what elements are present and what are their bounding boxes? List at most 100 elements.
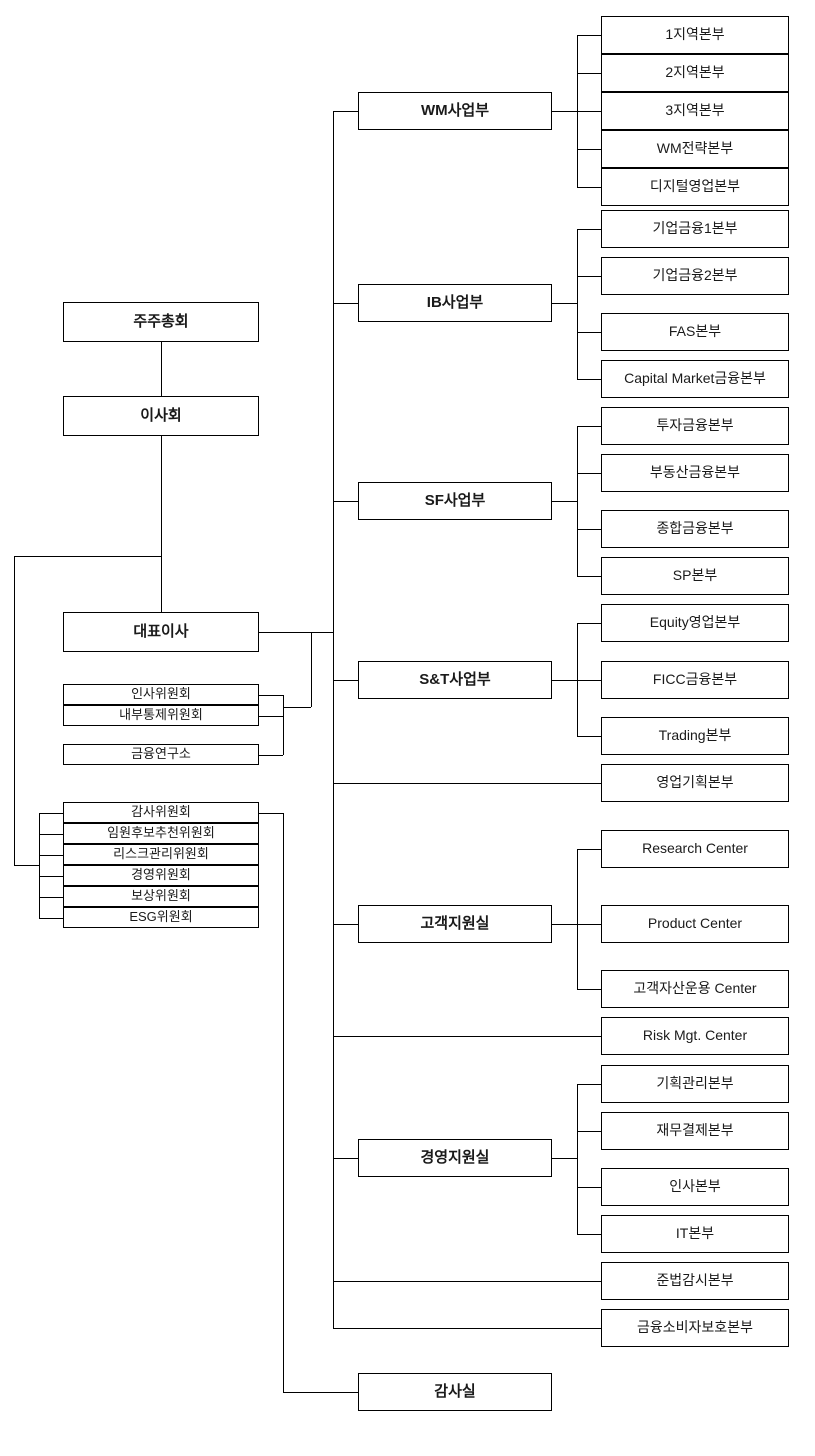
box-unit-research-center[interactable]: Research Center <box>601 830 789 868</box>
line-board-drop <box>161 436 162 556</box>
box-ceo-committee-인사위원회-label: 인사위원회 <box>131 686 191 702</box>
box-unit-기업금융2본부[interactable]: 기업금융2본부 <box>601 257 789 295</box>
box-unit-기획관리본부-label: 기획관리본부 <box>656 1075 734 1092</box>
box-unit-equity영업본부[interactable]: Equity영업본부 <box>601 604 789 642</box>
box-unit-기업금융2본부-label: 기업금융2본부 <box>652 267 738 284</box>
line-committee-stub-5 <box>39 917 63 919</box>
line-audit-spine <box>283 812 284 1392</box>
line-subspine-to-unit-1-0 <box>577 229 601 230</box>
line-subspine-to-unit-4-1 <box>577 924 601 925</box>
box-ceo[interactable]: 대표이사 <box>63 612 259 652</box>
box-unit-3지역본부[interactable]: 3지역본부 <box>601 92 789 130</box>
box-direct-unit-risk-mgt.-center[interactable]: Risk Mgt. Center <box>601 1017 789 1055</box>
line-subspine-to-unit-1-3 <box>577 379 601 380</box>
line-committee-stub-2 <box>39 854 63 856</box>
line-spine-to-direct-unit-0 <box>333 783 601 784</box>
box-unit-부동산금융본부-label: 부동산금융본부 <box>649 464 741 481</box>
line-subspine-4 <box>577 849 578 989</box>
box-unit-1지역본부[interactable]: 1지역본부 <box>601 16 789 54</box>
line-spine-to-division-3 <box>333 680 358 681</box>
box-unit-product-center[interactable]: Product Center <box>601 905 789 943</box>
box-shareholders-meeting-label: 주주총회 <box>133 312 189 330</box>
box-committee-감사위원회[interactable]: 감사위원회 <box>63 802 259 823</box>
line-subspine-5 <box>577 1084 578 1234</box>
box-unit-인사본부[interactable]: 인사본부 <box>601 1168 789 1206</box>
box-unit-고객자산운용-center[interactable]: 고객자산운용 Center <box>601 970 789 1008</box>
box-committee-보상위원회-label: 보상위원회 <box>131 888 191 904</box>
box-division-고객지원실-label: 고객지원실 <box>420 914 490 932</box>
line-main-spine <box>333 111 334 1328</box>
line-division-to-subspine-1 <box>552 303 577 304</box>
box-unit-fas본부[interactable]: FAS본부 <box>601 313 789 351</box>
box-unit-종합금융본부[interactable]: 종합금융본부 <box>601 510 789 548</box>
line-subspine-to-unit-3-2 <box>577 736 601 737</box>
line-ceo-committee-stub-2 <box>259 754 283 756</box>
box-ceo-committee-금융연구소[interactable]: 금융연구소 <box>63 744 259 765</box>
box-unit-투자금융본부[interactable]: 투자금융본부 <box>601 407 789 445</box>
line-committee-stub-3 <box>39 875 63 877</box>
box-unit-재무결제본부[interactable]: 재무결제본부 <box>601 1112 789 1150</box>
line-subspine-to-unit-5-0 <box>577 1084 601 1085</box>
box-committee-리스크관리위원회[interactable]: 리스크관리위원회 <box>63 844 259 865</box>
box-unit-sp본부-label: SP본부 <box>672 567 718 584</box>
box-unit-sp본부[interactable]: SP본부 <box>601 557 789 595</box>
box-unit-기획관리본부[interactable]: 기획관리본부 <box>601 1065 789 1103</box>
box-division-sf사업부-label: SF사업부 <box>424 491 486 509</box>
line-subspine-to-unit-1-1 <box>577 276 601 277</box>
box-division-경영지원실[interactable]: 경영지원실 <box>358 1139 552 1177</box>
box-division-sf사업부[interactable]: SF사업부 <box>358 482 552 520</box>
line-left-rail-to-committee-spine <box>14 865 39 866</box>
line-subspine-to-unit-4-2 <box>577 989 601 990</box>
box-division-s&t사업부[interactable]: S&T사업부 <box>358 661 552 699</box>
line-audit-spine-to-office <box>283 1392 358 1393</box>
box-unit-trading본부[interactable]: Trading본부 <box>601 717 789 755</box>
box-unit-기업금융1본부[interactable]: 기업금융1본부 <box>601 210 789 248</box>
box-shareholders-meeting[interactable]: 주주총회 <box>63 302 259 342</box>
box-committee-esg위원회-label: ESG위원회 <box>129 909 193 925</box>
box-ceo-committee-내부통제위원회[interactable]: 내부통제위원회 <box>63 705 259 726</box>
box-division-ib사업부[interactable]: IB사업부 <box>358 284 552 322</box>
box-unit-부동산금융본부[interactable]: 부동산금융본부 <box>601 454 789 492</box>
box-direct-unit-준법감시본부[interactable]: 준법감시본부 <box>601 1262 789 1300</box>
box-committee-보상위원회[interactable]: 보상위원회 <box>63 886 259 907</box>
box-audit-office[interactable]: 감사실 <box>358 1373 552 1411</box>
box-unit-ficc금융본부-label: FICC금융본부 <box>652 671 738 688</box>
box-direct-unit-금융소비자보호본부-label: 금융소비자보호본부 <box>637 1319 753 1336</box>
box-committee-경영위원회[interactable]: 경영위원회 <box>63 865 259 886</box>
box-unit-투자금융본부-label: 투자금융본부 <box>656 417 734 434</box>
box-committee-임원후보추천위원회-label: 임원후보추천위원회 <box>107 825 215 841</box>
box-direct-unit-금융소비자보호본부[interactable]: 금융소비자보호본부 <box>601 1309 789 1347</box>
box-division-wm사업부[interactable]: WM사업부 <box>358 92 552 130</box>
line-ceo-branch-to-committees <box>283 707 311 708</box>
box-committee-경영위원회-label: 경영위원회 <box>131 867 191 883</box>
line-division-to-subspine-3 <box>552 680 577 681</box>
line-subspine-to-unit-0-2 <box>577 111 601 112</box>
line-subspine-to-unit-0-4 <box>577 187 601 188</box>
box-board-of-directors-label: 이사회 <box>140 406 182 424</box>
box-division-고객지원실[interactable]: 고객지원실 <box>358 905 552 943</box>
line-spine-to-division-2 <box>333 501 358 502</box>
box-committee-임원후보추천위원회[interactable]: 임원후보추천위원회 <box>63 823 259 844</box>
line-spine-to-division-5 <box>333 1158 358 1159</box>
box-unit-ficc금융본부[interactable]: FICC금융본부 <box>601 661 789 699</box>
line-subspine-to-unit-5-1 <box>577 1131 601 1132</box>
box-board-of-directors[interactable]: 이사회 <box>63 396 259 436</box>
line-subspine-to-unit-4-0 <box>577 849 601 850</box>
box-unit-디지털영업본부-label: 디지털영업본부 <box>649 178 741 195</box>
box-unit-디지털영업본부[interactable]: 디지털영업본부 <box>601 168 789 206</box>
line-subspine-to-unit-2-1 <box>577 473 601 474</box>
box-audit-office-label: 감사실 <box>434 1382 476 1400</box>
box-unit-research-center-label: Research Center <box>642 840 748 857</box>
box-committee-esg위원회[interactable]: ESG위원회 <box>63 907 259 928</box>
box-ceo-committee-금융연구소-label: 금융연구소 <box>131 746 191 762</box>
box-unit-wm전략본부[interactable]: WM전략본부 <box>601 130 789 168</box>
box-unit-고객자산운용-center-label: 고객자산운용 Center <box>633 980 757 997</box>
box-unit-capital-market금융본부[interactable]: Capital Market금융본부 <box>601 360 789 398</box>
box-unit-2지역본부[interactable]: 2지역본부 <box>601 54 789 92</box>
line-ceo-committee-spine <box>283 694 284 755</box>
box-unit-it본부[interactable]: IT본부 <box>601 1215 789 1253</box>
box-ceo-committee-인사위원회[interactable]: 인사위원회 <box>63 684 259 705</box>
line-spine-to-division-1 <box>333 303 358 304</box>
box-direct-unit-영업기획본부[interactable]: 영업기획본부 <box>601 764 789 802</box>
